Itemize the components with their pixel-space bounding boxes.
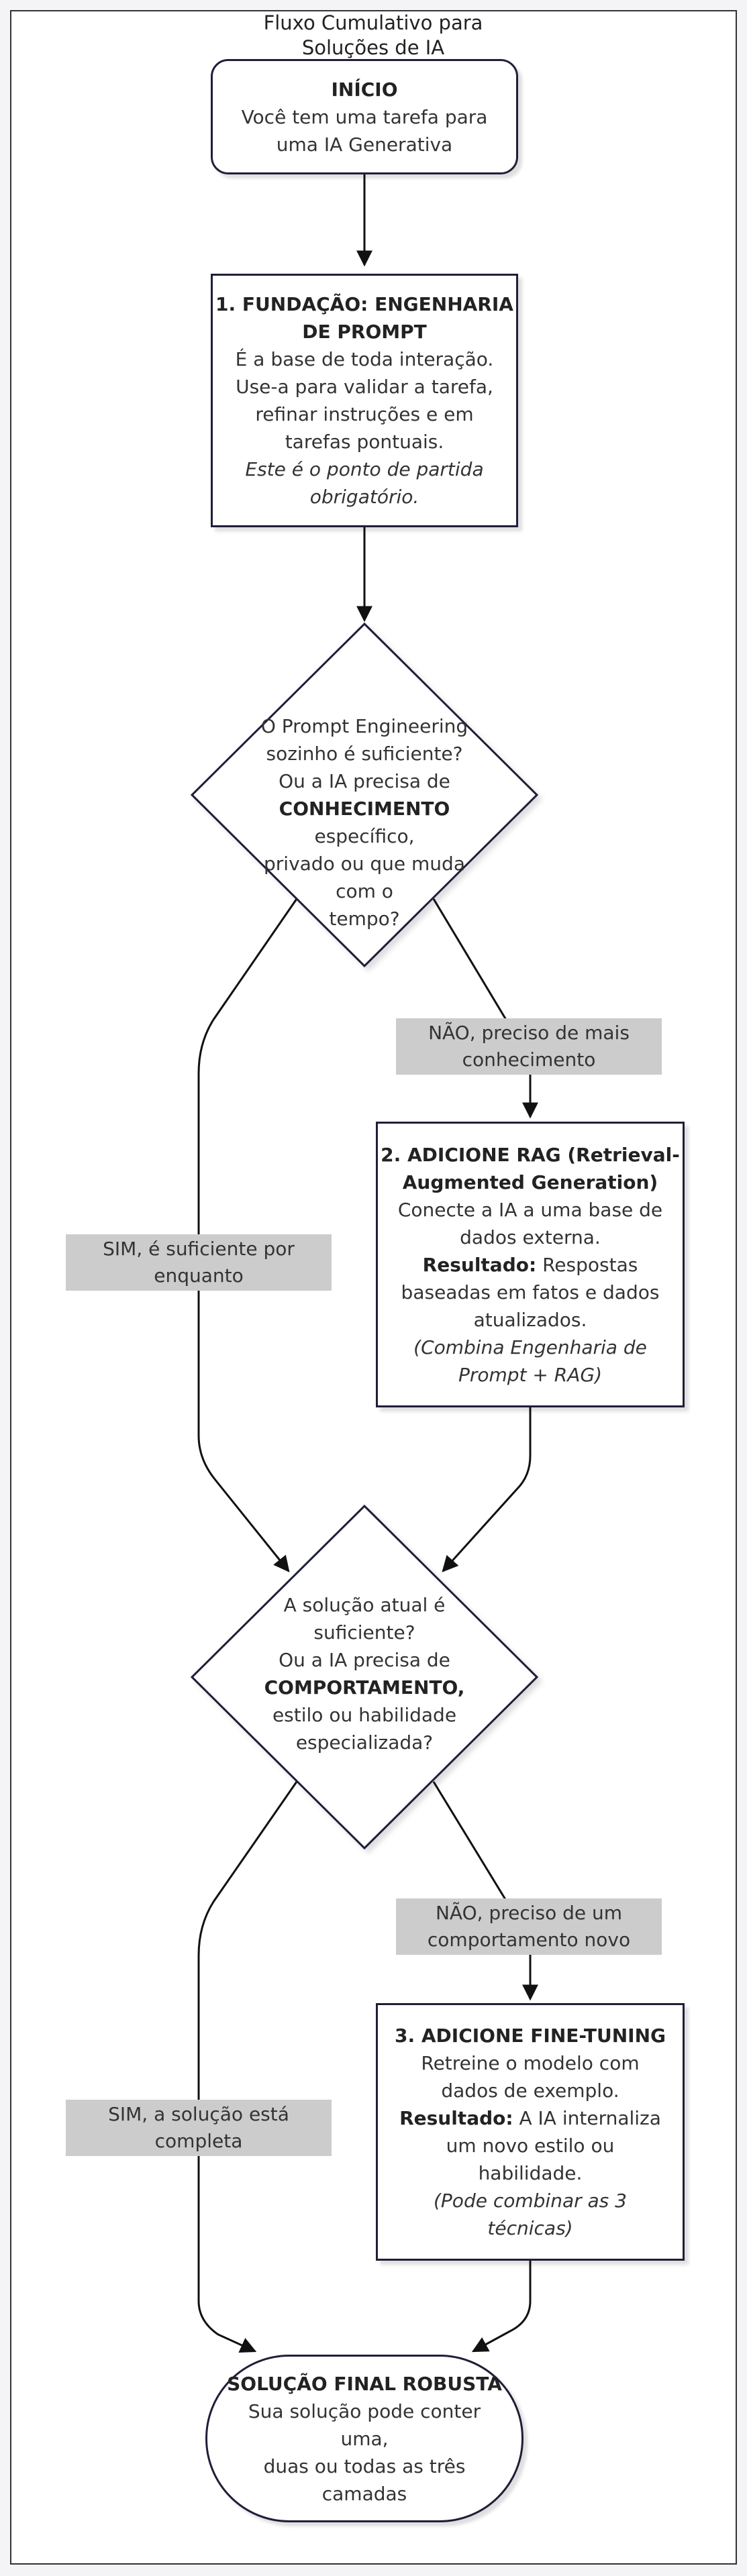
behavior-keyword: COMPORTAMENTO,: [264, 1676, 465, 1699]
step2-heading-2: Augmented Generation): [402, 1171, 658, 1193]
start-heading: INÍCIO: [331, 78, 398, 101]
step1-prompt-engineering: 1. FUNDAÇÃO: ENGENHARIA DE PROMPT É a ba…: [211, 274, 518, 527]
edge-decision2-yes: [197, 1781, 298, 2353]
final-heading: SOLUÇÃO FINAL ROBUSTA: [227, 2372, 502, 2395]
decision1-diamond: [190, 622, 539, 968]
decision2-text: A solução atual é suficiente? Ou a IA pr…: [264, 1594, 465, 1754]
edge-step2-to-decision2: [442, 1407, 532, 1572]
edge-label-yes-complete: SIM, a solução está completa: [66, 2100, 332, 2156]
edge-label-yes-enough: SIM, é suficiente por enquanto: [66, 1234, 332, 1291]
decision1-text: O Prompt Engineering sozinho é suficient…: [260, 715, 468, 930]
step3-fine-tuning: 3. ADICIONE FINE-TUNING Retreine o model…: [376, 2003, 685, 2261]
step1-note-1: Este é o ponto de partida: [245, 458, 484, 480]
start-node: INÍCIO Você tem uma tarefa para uma IA G…: [211, 59, 518, 174]
edge-decision1-yes: [197, 898, 298, 1572]
edge-step3-to-final: [471, 2261, 532, 2353]
start-line-1: Você tem uma tarefa para: [241, 105, 488, 128]
knowledge-keyword: CONHECIMENTO: [279, 798, 450, 820]
start-line-2: uma IA Generativa: [276, 133, 453, 156]
edge-decision2-no: [432, 1781, 538, 2001]
final-solution-node: SOLUÇÃO FINAL ROBUSTA Sua solução pode c…: [205, 2355, 524, 2522]
edge-label-no-behavior: NÃO, preciso de um comportamento novo: [396, 1898, 662, 1955]
step2-rag: 2. ADICIONE RAG (Retrieval- Augmented Ge…: [376, 1122, 685, 1407]
step3-heading: 3. ADICIONE FINE-TUNING: [395, 2025, 666, 2047]
edge-label-no-knowledge: NÃO, preciso de mais conhecimento: [396, 1018, 662, 1075]
step1-note-2: obrigatório.: [309, 486, 419, 508]
decision2-diamond: [190, 1504, 539, 1850]
step1-heading-1: 1. FUNDAÇÃO: ENGENHARIA: [215, 293, 513, 315]
diagram-title: Fluxo Cumulativo para Soluções de IA: [263, 11, 483, 59]
step1-heading-2: DE PROMPT: [302, 321, 427, 343]
step2-heading-1: 2. ADICIONE RAG (Retrieval-: [381, 1143, 680, 1166]
